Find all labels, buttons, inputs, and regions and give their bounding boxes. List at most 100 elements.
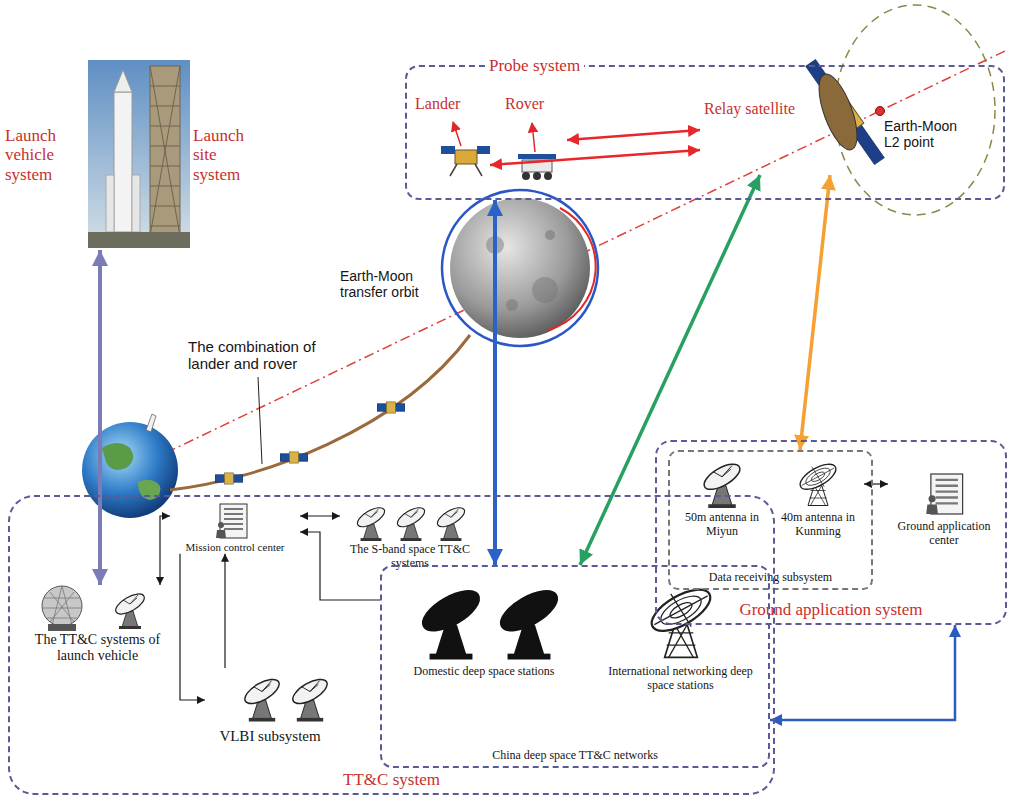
lander-picture [453, 122, 461, 146]
connector-arrow [770, 625, 955, 720]
domestic-antennas [495, 583, 563, 659]
l2-point [876, 107, 885, 116]
transfer-trajectory [377, 402, 405, 413]
connectors [100, 130, 955, 720]
moon [532, 277, 558, 303]
lander-picture [441, 146, 455, 154]
transfer-trajectory [280, 452, 308, 463]
launch-photo [150, 66, 180, 236]
control-center: Mission control center [170, 503, 300, 554]
control-center: Ground application center [888, 470, 1000, 548]
node-label: 40m antenna in Kunming [772, 511, 864, 539]
connector-arrow [864, 483, 888, 484]
group-heading: China deep space TT&C networks [488, 749, 662, 763]
launch-photo [150, 66, 180, 236]
subsystem-group: Data receiving subsystem 50m antenna in M… [668, 450, 873, 590]
l2-halo-orbit [835, 5, 995, 215]
vlbi-antennas [241, 675, 283, 722]
domestic-antennas [417, 583, 563, 659]
group-heading: Data receiving subsystem [705, 571, 836, 585]
ground-center-icon [926, 474, 962, 514]
antenna-station: 40m antenna in Kunming [772, 456, 864, 539]
earth-globe [146, 414, 156, 432]
probe-part: Relay satellite [700, 80, 875, 175]
launch-ttc-icons [42, 586, 82, 626]
s-band-antennas [395, 504, 428, 541]
transfer-trajectory [258, 377, 262, 464]
relay-satellite-picture [803, 58, 887, 167]
rover-picture [532, 123, 535, 152]
connector-arrow [493, 200, 497, 565]
annotation-label: The combination of lander and rover [188, 338, 338, 373]
node-label: 50m antenna in Miyun [676, 511, 768, 539]
rover-picture [544, 172, 552, 180]
launch-photo [88, 232, 190, 248]
group-heading: Probe system [485, 56, 584, 76]
subsystem-group: China deep space TT&C networks Domestic d… [380, 565, 770, 768]
rover-picture [518, 123, 556, 180]
probe-part: Rover [505, 95, 567, 183]
launch-ttc-icons [42, 586, 147, 631]
launch-ttc-icons [113, 590, 148, 629]
connector-arrow [224, 554, 225, 668]
l2-point [876, 107, 885, 116]
moon [506, 299, 518, 311]
moon [450, 198, 590, 338]
antenna-station: The S-band space TT&C systems [340, 503, 480, 571]
annotation-label: Earth-Moon L2 point [884, 118, 964, 150]
rover-picture [522, 172, 530, 180]
earth-globe [82, 422, 178, 518]
lander-picture [441, 122, 490, 176]
lander-picture [450, 164, 482, 176]
connector-arrow [490, 150, 700, 165]
mission-control-icon [216, 504, 247, 538]
moon [545, 230, 555, 240]
vlbi-antennas [289, 675, 331, 722]
launch-photo [88, 60, 190, 248]
moon [548, 208, 596, 330]
moon [442, 190, 598, 346]
antenna-station: The TT&C systems of launch vehicle [25, 585, 170, 664]
moon [442, 190, 598, 346]
earth-globe [102, 443, 133, 470]
receiving-antennas [700, 459, 743, 508]
probe-part: Lander [415, 95, 490, 178]
connector-arrow [180, 554, 205, 700]
lander-picture [455, 150, 477, 164]
vlbi-antennas [241, 675, 331, 722]
node-label: VLBI subsystem [205, 728, 335, 745]
node-label: Domestic deep space stations [398, 665, 570, 679]
connector-arrow [160, 516, 170, 585]
group-heading: TT&C system [339, 770, 444, 790]
group-heading: Ground application system [735, 600, 926, 620]
lander-picture [477, 146, 490, 154]
system-group: TT&C system Mission control center The S-b… [8, 495, 775, 795]
connector-arrow [98, 250, 102, 585]
s-band-antennas [355, 504, 388, 541]
node-label: Relay satellite [704, 100, 875, 118]
rover-picture [518, 154, 556, 159]
antenna-station: International networking deep space stat… [598, 575, 763, 693]
antenna-station: VLBI subsystem [205, 668, 335, 745]
rover-picture [533, 172, 541, 180]
launch-photo [106, 175, 114, 232]
launch-photo [114, 92, 132, 232]
connector-arrow [567, 130, 700, 140]
ground-center-icon [926, 474, 962, 514]
earth-globe [82, 414, 178, 518]
relay-satellite-picture [811, 70, 865, 155]
antenna-station: Domestic deep space stations [398, 575, 570, 679]
mission-control-icon [216, 504, 247, 538]
connector-arrow [800, 175, 830, 450]
launch-ttc-icons [48, 624, 76, 631]
relay-satellite-picture [803, 58, 887, 167]
s-band-antennas [435, 504, 468, 541]
node-label: Launch vehicle system [5, 126, 80, 185]
launch-photo [114, 70, 132, 92]
node-label: Launch site system [193, 126, 263, 185]
transfer-trajectory [170, 335, 470, 490]
